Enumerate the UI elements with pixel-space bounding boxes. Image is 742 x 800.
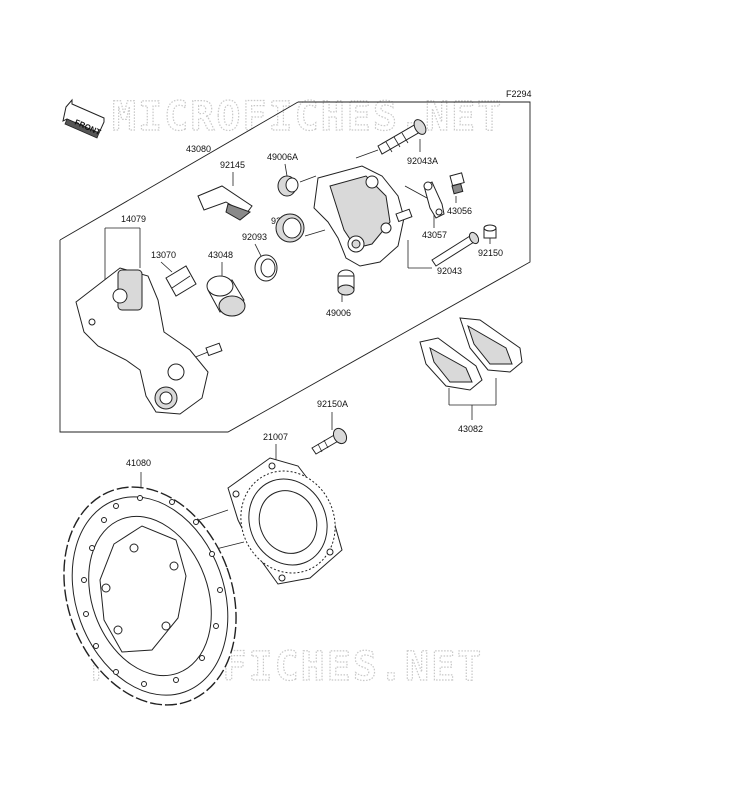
boot-49006A: [277, 175, 299, 197]
brake-pads-43082: [419, 317, 523, 391]
caliper-assembly-frame: [59, 101, 531, 433]
label-49006A: 49006A: [267, 152, 298, 162]
watermark-top: MICROFICHES.NET: [112, 94, 503, 140]
bolt-92150: [483, 224, 497, 239]
label-49006: 49006: [326, 308, 351, 318]
label-43048: 43048: [208, 250, 233, 260]
label-43056: 43056: [447, 206, 472, 216]
brake-disc-41080: [63, 486, 237, 706]
piston-43048: [206, 275, 246, 317]
spring-clip-92145: [197, 185, 253, 221]
pin-92043A: [377, 119, 427, 155]
label-92043: 92043: [437, 266, 462, 276]
label-92145: 92145: [220, 160, 245, 170]
label-13070: 13070: [151, 250, 176, 260]
bracket-14079: [75, 267, 223, 415]
leader-lines: [104, 139, 497, 551]
boot-49006: [337, 269, 355, 296]
label-43057: 43057: [422, 230, 447, 240]
label-92093: 92093: [242, 232, 267, 242]
caliper-body: [313, 165, 413, 267]
label-43080: 43080: [186, 144, 211, 154]
seal-92093: [254, 254, 278, 282]
label-14079: 14079: [121, 214, 146, 224]
bolt-92150A: [311, 427, 348, 455]
label-92150A: 92150A: [317, 399, 348, 409]
sensor-ring-21007: [227, 457, 343, 585]
bleeder-43056: [449, 172, 465, 195]
seal-92049: [275, 213, 305, 243]
pad-spring-13070: [165, 265, 197, 297]
label-43082: 43082: [458, 424, 483, 434]
label-41080: 41080: [126, 458, 151, 468]
pin-92043: [431, 231, 480, 267]
label-92150: 92150: [478, 248, 503, 258]
front-arrow-icon: FRONT: [62, 98, 105, 139]
label-21007: 21007: [263, 432, 288, 442]
diagram-code: F2294: [506, 89, 532, 99]
bracket-43057: [423, 181, 445, 219]
label-92043A: 92043A: [407, 156, 438, 166]
